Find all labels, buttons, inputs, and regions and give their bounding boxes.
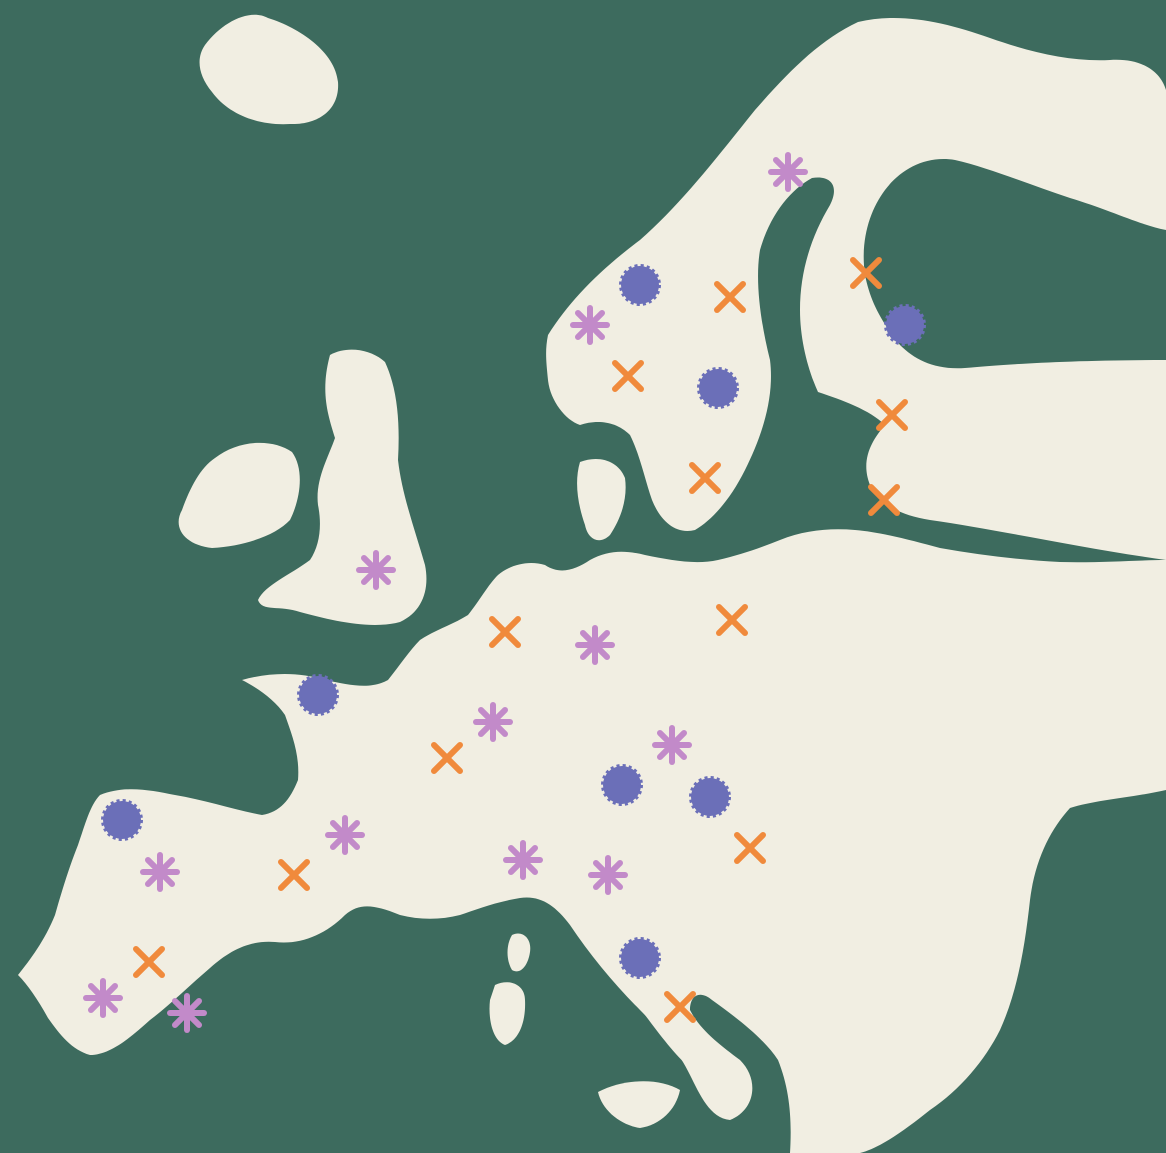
asterisk-marker xyxy=(356,550,396,590)
sardinia xyxy=(489,982,526,1045)
cross-marker xyxy=(876,399,908,431)
dot-marker xyxy=(101,799,143,841)
asterisk-marker xyxy=(325,815,365,855)
asterisk-marker xyxy=(167,993,207,1033)
asterisk-marker xyxy=(652,725,692,765)
asterisk-marker xyxy=(473,702,513,742)
cross-marker xyxy=(278,859,310,891)
asterisk-marker xyxy=(570,305,610,345)
asterisk-marker xyxy=(768,152,808,192)
cross-marker xyxy=(868,484,900,516)
cross-marker xyxy=(612,360,644,392)
cross-marker xyxy=(664,991,696,1023)
asterisk-marker xyxy=(575,625,615,665)
cross-marker xyxy=(133,946,165,978)
dot-marker xyxy=(619,264,661,306)
cross-marker xyxy=(714,281,746,313)
scandinavia xyxy=(546,17,1166,561)
dot-marker xyxy=(884,304,926,346)
cross-marker xyxy=(716,604,748,636)
dot-marker xyxy=(697,367,739,409)
ireland xyxy=(178,442,300,548)
asterisk-marker xyxy=(503,840,543,880)
dot-marker xyxy=(601,764,643,806)
asterisk-marker xyxy=(588,855,628,895)
cross-marker xyxy=(850,257,882,289)
markers xyxy=(83,152,926,1033)
asterisk-marker xyxy=(83,978,123,1018)
dot-marker xyxy=(619,937,661,979)
dot-marker xyxy=(689,776,731,818)
sicily xyxy=(598,1081,680,1128)
asterisk-marker xyxy=(140,852,180,892)
cross-marker xyxy=(489,616,521,648)
corsica xyxy=(507,933,531,972)
dot-marker xyxy=(297,674,339,716)
jutland xyxy=(577,458,626,541)
cross-marker xyxy=(734,832,766,864)
great-britain xyxy=(258,349,427,625)
cross-marker xyxy=(431,742,463,774)
cross-marker xyxy=(689,462,721,494)
iceland xyxy=(199,14,339,125)
